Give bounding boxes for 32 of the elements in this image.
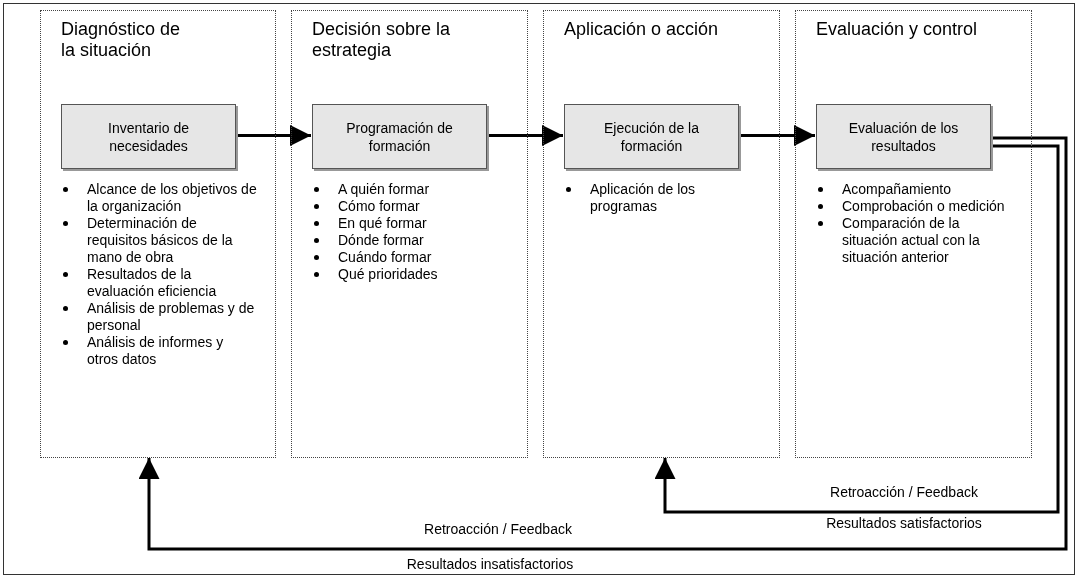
bullet-text: Dónde formar bbox=[338, 232, 424, 249]
stage-heading: Diagnóstico de la situación bbox=[61, 19, 182, 61]
bullet-text: Comparación de la situación actual con la situación anterior bbox=[842, 215, 981, 266]
bullet-text: Cuándo formar bbox=[338, 249, 432, 266]
process-box: Programación de formación bbox=[312, 104, 487, 169]
process-box: Ejecución de la formación bbox=[564, 104, 739, 169]
bullet-text: Comprobación o medición bbox=[842, 198, 1005, 215]
feedback-arrow bbox=[235, 125, 311, 146]
stage-panel bbox=[543, 10, 780, 458]
process-box: Evaluación de los resultados bbox=[816, 104, 991, 169]
stage-heading: Decisión sobre la estrategia bbox=[312, 19, 452, 61]
bullet-text: Análisis de problemas y de personal bbox=[87, 300, 256, 334]
feedback-arrow bbox=[486, 125, 563, 146]
bullet-text: Análisis de informes y otros datos bbox=[87, 334, 225, 368]
feedback-arrow bbox=[738, 125, 815, 146]
bullet-text: Determinación de requisitos básicos de la mano de obra bbox=[87, 215, 234, 266]
bullet-text: Cómo formar bbox=[338, 198, 420, 215]
stage-panel bbox=[795, 10, 1032, 458]
feedback-arrow bbox=[138, 136, 1068, 551]
stage-heading: Evaluación y control bbox=[816, 19, 979, 40]
bullet-text: Aplicación de los programas bbox=[590, 181, 697, 215]
bullet-text: Acompañamiento bbox=[842, 181, 951, 198]
stage-heading: Aplicación o acción bbox=[564, 19, 720, 40]
bullet-text: A quién formar bbox=[338, 181, 430, 198]
bullet-text: En qué formar bbox=[338, 215, 427, 232]
stage-panel bbox=[291, 10, 528, 458]
feedback-arrow bbox=[654, 144, 1060, 514]
bullet-text: Alcance de los objetivos de la organización bbox=[87, 181, 257, 215]
bullet-text: Resultados de la evaluación eficiencia bbox=[87, 266, 218, 300]
process-box: Inventario de necesidades bbox=[61, 104, 236, 169]
bullet-text: Qué prioridades bbox=[338, 266, 438, 283]
stage-panel bbox=[40, 10, 276, 458]
